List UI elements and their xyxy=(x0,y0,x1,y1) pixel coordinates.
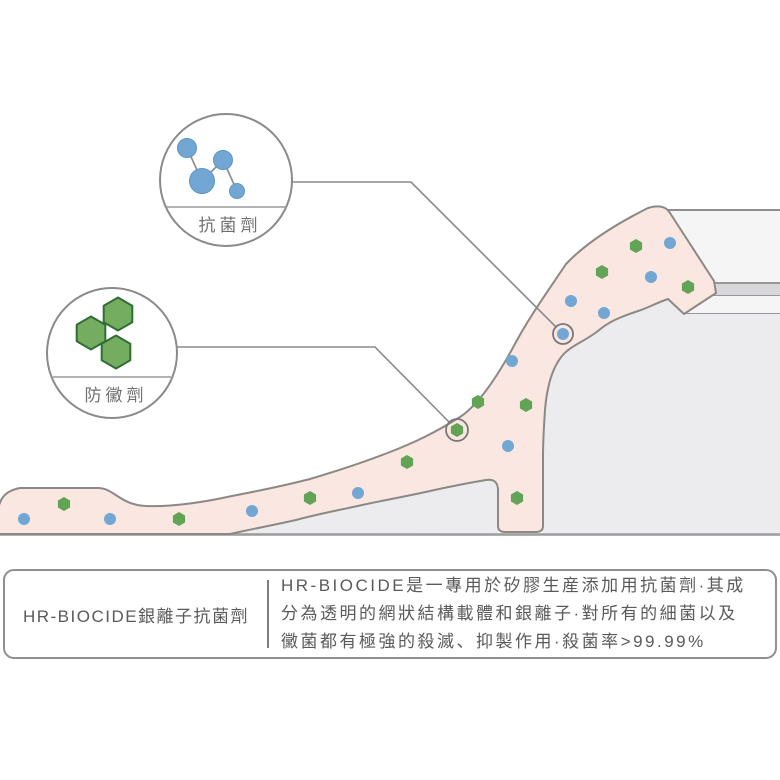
antimold-particle-dot xyxy=(303,491,317,505)
antibacterial-particle-dot xyxy=(506,355,518,367)
mold-hexagon xyxy=(100,334,132,370)
description-line: 黴菌都有極強的殺滅、抑製作用·殺菌率>99.99% xyxy=(281,632,706,651)
antibacterial-particle-dot xyxy=(598,307,610,319)
product-title: HR-BIOCIDE銀離子抗菌劑 xyxy=(22,606,250,626)
antimold-particle-dot xyxy=(400,455,414,469)
antibacterial-particle-dot xyxy=(557,328,569,340)
particle-dots xyxy=(18,237,695,526)
frame-mid-area xyxy=(684,296,780,314)
antimold-particle-dot xyxy=(471,395,485,409)
gasket-illustration: 抗菌劑 防黴劑 xyxy=(0,113,780,536)
antimold-particle-dot xyxy=(172,512,186,526)
info-box-divider xyxy=(267,580,269,648)
antimold-particle-dot xyxy=(510,491,524,505)
antibacterial-particle-dot xyxy=(645,271,657,283)
antibacterial-particle-dot xyxy=(18,513,30,525)
antibacterial-particle-dot xyxy=(104,513,116,525)
callout-connector-antimold xyxy=(177,346,450,423)
silicone-gasket-profile xyxy=(0,205,717,535)
info-box-left-cell: HR-BIOCIDE銀離子抗菌劑 xyxy=(5,571,267,657)
callout-label-antibacterial: 抗菌劑 xyxy=(199,216,262,235)
description-line: HR-BIOCIDE是一專用於矽膠生産添加用抗菌劑·其成 xyxy=(281,576,746,595)
callout-antibacterial: 抗菌劑 xyxy=(159,113,293,247)
antimold-particle-dot xyxy=(681,280,695,294)
callout-connector-antibacterial xyxy=(292,181,557,328)
callout-label-antimold: 防黴劑 xyxy=(85,386,148,405)
molecule-atom xyxy=(177,138,197,158)
antibacterial-particle-dot xyxy=(664,237,676,249)
frame-upper-area xyxy=(660,210,780,283)
mold-hexagon xyxy=(75,315,107,351)
description-line: 分為透明的網狀結構載體和銀離子·對所有的細菌以及 xyxy=(281,604,738,623)
callout-antimold: 防黴劑 xyxy=(46,287,178,419)
antibacterial-particle-dot xyxy=(502,440,514,452)
antibacterial-particle-dot xyxy=(246,505,258,517)
particle-highlight-ring xyxy=(445,418,469,442)
info-box: HR-BIOCIDE銀離子抗菌劑 HR-BIOCIDE是一專用於矽膠生産添加用抗… xyxy=(3,569,777,659)
molecule-atom xyxy=(189,168,215,194)
antimold-particle-dot xyxy=(629,239,643,253)
hexagon-cluster-icon xyxy=(75,296,134,370)
particle-highlight-ring xyxy=(552,323,574,345)
highlight-rings xyxy=(445,323,574,442)
glass-pane-strip xyxy=(709,282,780,297)
product-description: HR-BIOCIDE是一專用於矽膠生産添加用抗菌劑·其成 分為透明的網狀結構載體… xyxy=(269,571,775,657)
antimold-particle-dot xyxy=(57,497,71,511)
molecule-icon xyxy=(177,138,245,199)
antimold-particle-dot xyxy=(595,265,609,279)
molecule-atom xyxy=(213,150,233,170)
molecule-atom xyxy=(229,183,245,199)
antimold-particle-dot xyxy=(450,423,464,437)
antimold-particle-dot xyxy=(519,398,533,412)
mold-hexagon xyxy=(102,296,134,332)
frame-gray-area-right xyxy=(543,299,780,533)
antibacterial-particle-dot xyxy=(352,487,364,499)
antibacterial-particle-dot xyxy=(565,295,577,307)
